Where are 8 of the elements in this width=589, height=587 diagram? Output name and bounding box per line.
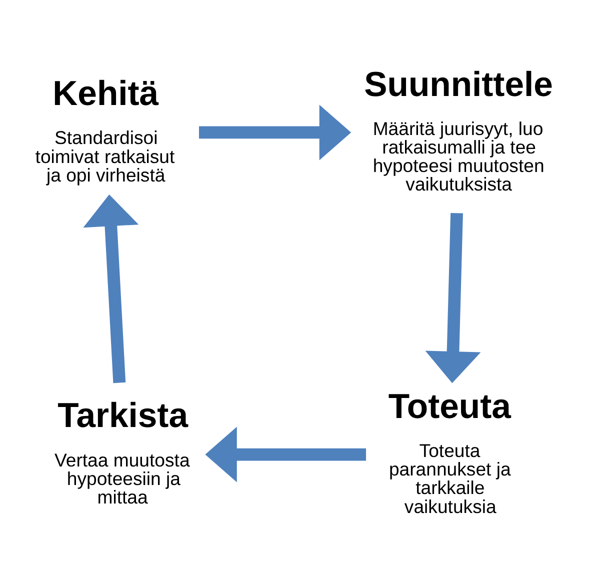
arrow	[199, 104, 352, 160]
node-text: Toteuta Toteuta parannukset ja tarkkaile vaikutuksia	[388, 388, 511, 517]
node-text: Suunnittele Määritä juurisyyt, luo ratkaisumalli ja tee hypoteesi muutosten vaikutuksista	[364, 66, 553, 195]
node-text: Kehitä Standardisoi toimivat ratkaisut ja opi virheistä	[35, 75, 175, 186]
arrow	[83, 194, 139, 384]
arrow	[425, 212, 481, 384]
node-text: Tarkista Vertaa muutosta hypoteesiin ja mittaa	[54, 397, 190, 508]
arrow	[205, 426, 366, 482]
